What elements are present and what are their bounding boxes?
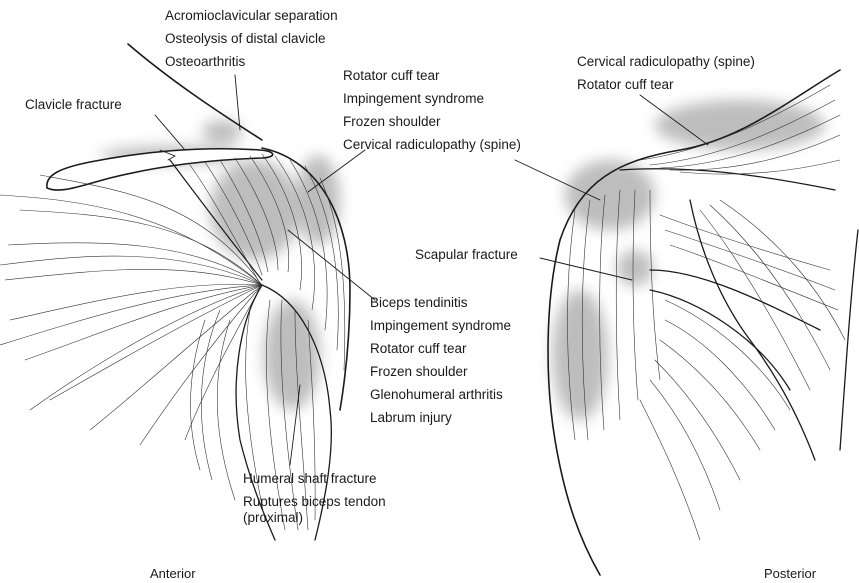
acromioclavicular-label-group: Acromioclavicular separation Osteolysis … xyxy=(165,8,338,77)
label-impingement-syndrome: Impingement syndrome xyxy=(343,91,521,107)
label-rotator-cuff-tear-posterior: Rotator cuff tear xyxy=(577,77,755,93)
scapular-highlight xyxy=(617,250,653,286)
view-label-posterior: Posterior xyxy=(764,566,816,581)
label-impingement-syndrome-2: Impingement syndrome xyxy=(370,318,511,334)
label-frozen-shoulder: Frozen shoulder xyxy=(343,114,521,130)
posterior-top-label-group: Cervical radiculopathy (spine) Rotator c… xyxy=(577,54,755,100)
label-osteoarthritis: Osteoarthritis xyxy=(165,54,338,70)
view-label-anterior: Anterior xyxy=(150,566,196,581)
label-humeral-shaft-fracture: Humeral shaft fracture xyxy=(243,471,386,487)
cervical-highlight xyxy=(565,160,655,230)
biceps-label-group: Biceps tendinitis Impingement syndrome R… xyxy=(370,295,511,433)
posterior-shoulder-drawing xyxy=(515,70,858,575)
label-osteolysis-distal-clavicle: Osteolysis of distal clavicle xyxy=(165,31,338,47)
deltoid-highlight xyxy=(210,160,300,260)
biceps-highlight xyxy=(264,300,320,410)
label-clavicle-fracture: Clavicle fracture xyxy=(25,97,122,113)
label-acromioclavicular-separation: Acromioclavicular separation xyxy=(165,8,338,24)
label-proximal: (proximal) xyxy=(243,510,386,526)
label-biceps-tendinitis: Biceps tendinitis xyxy=(370,295,511,311)
label-rotator-cuff-tear-2: Rotator cuff tear xyxy=(370,341,511,357)
label-rotator-cuff-tear: Rotator cuff tear xyxy=(343,68,521,84)
label-ruptures-biceps-tendon: Ruptures biceps tendon xyxy=(243,494,386,510)
label-frozen-shoulder-2: Frozen shoulder xyxy=(370,364,511,380)
humeral-label-group: Humeral shaft fracture Ruptures biceps t… xyxy=(243,471,386,533)
label-glenohumeral-arthritis: Glenohumeral arthritis xyxy=(370,387,511,403)
rotator-cuff-label-group: Rotator cuff tear Impingement syndrome F… xyxy=(343,68,521,160)
rotator-highlight xyxy=(296,155,340,245)
label-scapular-fracture: Scapular fracture xyxy=(415,247,518,263)
anterior-shoulder-drawing xyxy=(0,44,375,540)
label-cervical-radiculopathy-posterior: Cervical radiculopathy (spine) xyxy=(577,54,755,70)
label-cervical-radiculopathy: Cervical radiculopathy (spine) xyxy=(343,137,521,153)
label-labrum-injury: Labrum injury xyxy=(370,410,511,426)
